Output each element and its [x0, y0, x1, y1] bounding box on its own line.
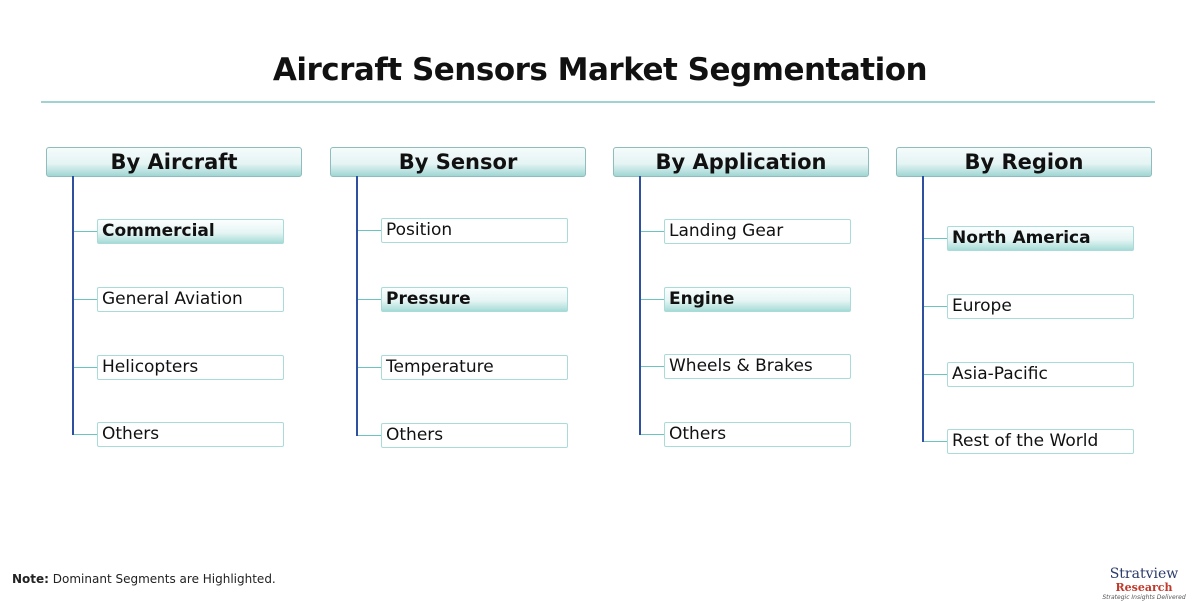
segment-item-dominant: Commercial	[97, 219, 284, 244]
branch-line	[74, 367, 97, 368]
segment-item: Asia-Pacific	[947, 362, 1134, 387]
segment-item-dominant: Pressure	[381, 287, 568, 312]
segment-header: By Sensor	[330, 147, 586, 177]
branch-line	[924, 306, 947, 307]
logo-name: Stratview	[1109, 566, 1179, 582]
segment-item-dominant: North America	[947, 226, 1134, 251]
branch-line	[358, 299, 381, 300]
branch-line	[924, 374, 947, 375]
title-divider	[41, 101, 1155, 103]
segment-item: Others	[381, 423, 568, 448]
branch-line	[74, 299, 97, 300]
segment-item-dominant: Engine	[664, 287, 851, 312]
footnote: Note: Dominant Segments are Highlighted.	[12, 572, 276, 586]
segment-item: Rest of the World	[947, 429, 1134, 454]
segment-item: Others	[664, 422, 851, 447]
segment-header: By Application	[613, 147, 869, 177]
segment-item: Landing Gear	[664, 219, 851, 244]
segment-item: Others	[97, 422, 284, 447]
connector-line	[922, 176, 924, 442]
segment-item: Temperature	[381, 355, 568, 380]
connector-line	[72, 176, 74, 435]
branch-line	[358, 435, 381, 436]
logo-sub: Research	[1115, 581, 1173, 594]
branch-line	[924, 441, 947, 442]
segment-item: Wheels & Brakes	[664, 354, 851, 379]
branch-line	[641, 231, 664, 232]
segment-item: Europe	[947, 294, 1134, 319]
note-text: Dominant Segments are Highlighted.	[48, 572, 276, 586]
segment-item: General Aviation	[97, 287, 284, 312]
branch-line	[641, 434, 664, 435]
segment-header: By Aircraft	[46, 147, 302, 177]
logo-tagline: Strategic Insights Delivered	[1102, 594, 1186, 601]
branch-line	[358, 367, 381, 368]
segment-item: Helicopters	[97, 355, 284, 380]
branch-line	[924, 238, 947, 239]
page-title: Aircraft Sensors Market Segmentation	[272, 52, 928, 88]
branch-line	[641, 366, 664, 367]
connector-line	[356, 176, 358, 436]
branch-line	[74, 231, 97, 232]
note-label: Note:	[12, 572, 49, 586]
segment-item: Position	[381, 218, 568, 243]
connector-line	[639, 176, 641, 435]
stratview-logo: Stratview Research Strategic Insights De…	[1098, 556, 1190, 601]
branch-line	[74, 434, 97, 435]
branch-line	[641, 299, 664, 300]
branch-line	[358, 230, 381, 231]
segment-header: By Region	[896, 147, 1152, 177]
